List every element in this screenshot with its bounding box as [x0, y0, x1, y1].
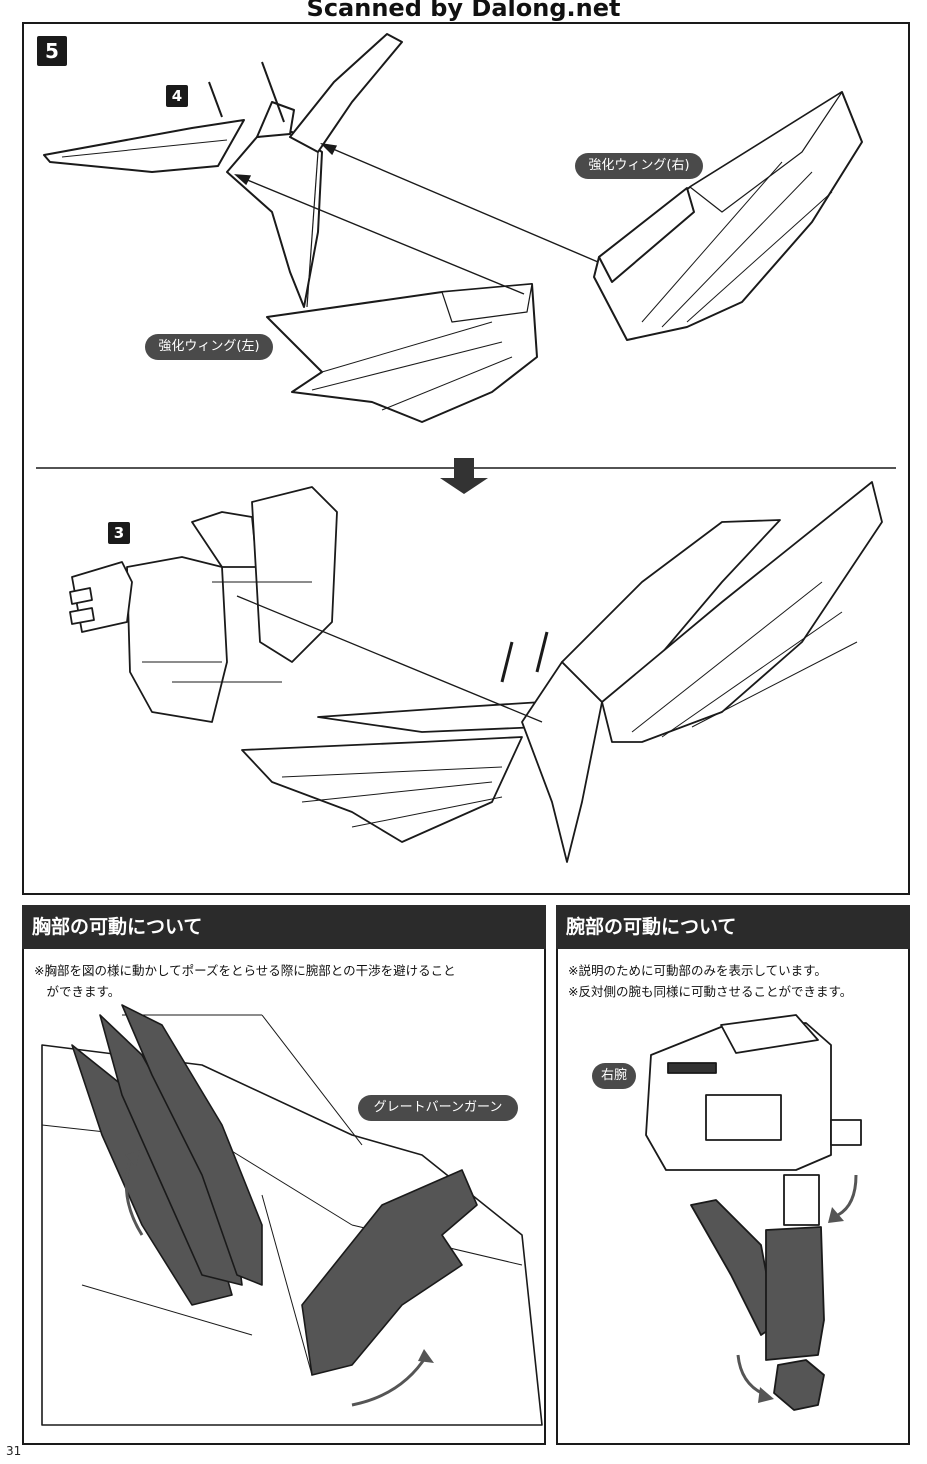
scan-watermark: Scanned by Dalong.net	[306, 0, 621, 22]
chest-note-line-1: ※胸部を図の様に動かしてポーズをとらせる際に腕部との干渉を避けること	[34, 963, 456, 978]
right-wing-label: 強化ウィング(右)	[575, 153, 703, 179]
robot-wing-attach-illustration	[69, 481, 883, 863]
chest-section-title: 胸部の可動について	[22, 905, 546, 949]
sub-step-3-badge: 3	[108, 522, 130, 544]
arm-section-notes: ※説明のために可動部のみを表示しています。 ※反対側の腕も同様に可動させることが…	[568, 960, 903, 1002]
sub-step-4-badge: 4	[166, 85, 188, 107]
arm-movement-illustration	[645, 1014, 862, 1411]
chest-movement-illustration	[41, 1004, 543, 1426]
left-wing-label: 強化ウィング(左)	[145, 334, 273, 360]
arm-note-line-1: ※説明のために可動部のみを表示しています。	[568, 963, 827, 978]
chest-note-line-2: ができます。	[34, 984, 121, 999]
arm-section-title: 腕部の可動について	[556, 905, 910, 949]
step-number: 5	[37, 36, 67, 66]
chest-section-notes: ※胸部を図の様に動かしてポーズをとらせる際に腕部との干渉を避けること ができます…	[34, 960, 539, 1002]
arm-movement-panel	[556, 905, 910, 1445]
wing-assembly-illustration	[36, 33, 896, 494]
great-burngarn-label: グレートバーンガーン	[358, 1095, 518, 1121]
arm-note-line-2: ※反対側の腕も同様に可動させることができます。	[568, 984, 853, 999]
right-arm-label: 右腕	[592, 1063, 636, 1089]
page-number: 31	[6, 1444, 22, 1458]
